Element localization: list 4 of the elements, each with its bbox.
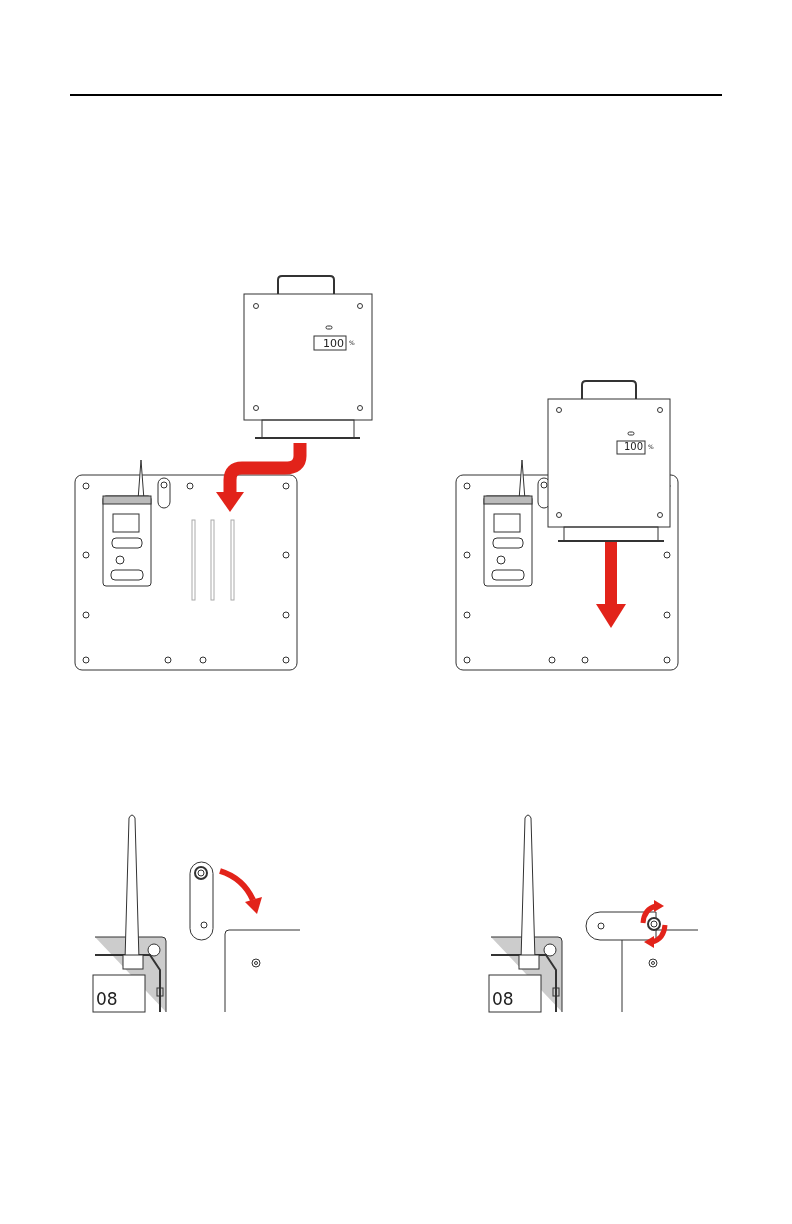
display-reading: 08 xyxy=(96,991,118,1008)
display-reading: 08 xyxy=(492,991,514,1008)
display-reading: 100 xyxy=(323,338,344,349)
display-reading: 100 xyxy=(624,442,644,452)
